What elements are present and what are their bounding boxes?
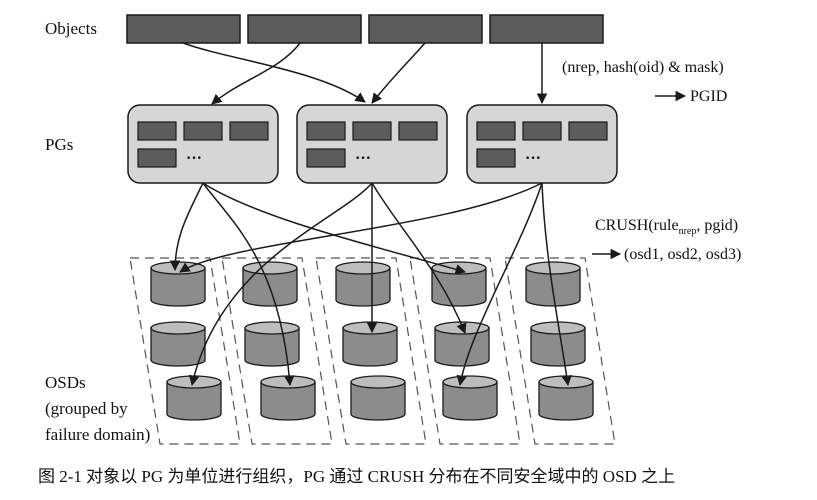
arrow-pg-1-to-osd	[202, 182, 295, 387]
osd-cylinder-body	[244, 327, 300, 367]
osd-cylinder	[525, 261, 581, 307]
pg-3-ellipsis: ···	[525, 150, 541, 167]
osd-cylinder-top	[150, 321, 206, 335]
failure-domain-2	[221, 257, 333, 445]
pg-1-object	[229, 121, 269, 141]
object-to-pg-arrows	[182, 42, 548, 105]
pg-2-object	[398, 121, 438, 141]
osds-label-failure-domain: failure domain)	[45, 425, 150, 444]
osd-cylinder-body	[342, 327, 398, 367]
osd-tuple-annotation: (osd1, osd2, osd3)	[624, 246, 741, 263]
pg-2-object	[352, 121, 392, 141]
pg-1-object	[137, 121, 177, 141]
pg-2-container	[296, 104, 448, 184]
osd-cylinder	[260, 375, 316, 421]
osd-cylinder-top	[244, 321, 300, 335]
crush-suffix: , pgid)	[696, 217, 738, 234]
osd-cylinder	[538, 375, 594, 421]
object-box-1	[126, 14, 241, 44]
osd-cylinder-body	[166, 381, 222, 421]
osds-label: OSDs	[45, 373, 86, 392]
object-box-2	[247, 14, 362, 44]
osd-cylinder-top	[525, 261, 581, 275]
osd-cylinder-top	[350, 375, 406, 389]
crush-annotation: CRUSH(rulenrep, pgid)	[595, 217, 738, 237]
pg-1-object	[183, 121, 223, 141]
pg-2-object	[306, 148, 346, 168]
osd-cylinder-body	[431, 267, 487, 307]
pg-1: ···	[127, 104, 279, 184]
pg-1-ellipsis: ···	[186, 150, 202, 167]
arrow-pg-1-to-osd	[169, 182, 204, 272]
crush-subscript: nrep	[679, 226, 697, 237]
pg-3-object	[522, 121, 562, 141]
arrow-pg-1-to-osd	[202, 182, 467, 275]
arrow-pg-3-to-osd	[456, 182, 543, 387]
pg-1-object	[137, 148, 177, 168]
arrow-pg-3-to-osd	[179, 182, 543, 273]
pg-2-object	[306, 121, 346, 141]
arrow-object-2-to-pg-1	[211, 42, 301, 105]
osd-cylinder	[335, 261, 391, 307]
osd-cylinder-body	[538, 381, 594, 421]
arrow-pg-2-to-osd	[371, 182, 467, 334]
osd-cylinder-body	[350, 381, 406, 421]
figure-caption: 图 2-1 对象以 PG 为单位进行组织，PG 通过 CRUSH 分布在不同安全…	[38, 467, 676, 486]
osd-cylinder	[342, 321, 398, 367]
object-row	[126, 14, 604, 44]
osd-cylinder	[150, 321, 206, 367]
pg-2-ellipsis: ···	[355, 150, 371, 167]
osd-cylinders	[150, 261, 594, 421]
osd-cylinder	[350, 375, 406, 421]
osd-cylinder-top	[335, 261, 391, 275]
failure-domain-4	[409, 257, 521, 445]
crush-prefix: CRUSH(rule	[595, 217, 679, 234]
pg-to-osd-arrows	[169, 182, 572, 387]
failure-domain-3	[315, 257, 427, 445]
osd-cylinder	[166, 375, 222, 421]
failure-domain-1	[129, 257, 241, 445]
osd-cylinder-body	[260, 381, 316, 421]
failure-domain-5	[504, 257, 616, 445]
object-box-3	[368, 14, 483, 44]
pg-3-object	[568, 121, 608, 141]
osd-cylinder-body	[442, 381, 498, 421]
osd-cylinder	[530, 321, 586, 367]
hash-formula-annotation: (nrep, hash(oid) & mask)	[562, 59, 724, 76]
osd-cylinder-body	[150, 327, 206, 367]
failure-domains	[129, 257, 616, 445]
pg-3-object	[476, 148, 516, 168]
osd-cylinder-top	[260, 375, 316, 389]
osd-cylinder-top	[342, 321, 398, 335]
pg-2: ···	[296, 104, 448, 184]
osd-cylinder	[242, 261, 298, 307]
pgs-label: PGs	[45, 135, 73, 154]
arrow-object-3-to-pg-2	[371, 42, 426, 104]
osd-cylinder-top	[242, 261, 298, 275]
pgid-annotation: PGID	[690, 88, 727, 105]
osd-cylinder	[244, 321, 300, 367]
arrow-object-1-to-pg-2	[182, 42, 366, 103]
pg-3-container	[466, 104, 618, 184]
osd-cylinder-body	[150, 267, 206, 307]
pg-3: ···	[466, 104, 618, 184]
osd-cylinder-top	[538, 375, 594, 389]
pg-1-container	[127, 104, 279, 184]
osd-cylinder-top	[431, 261, 487, 275]
objects-label: Objects	[45, 19, 97, 38]
osd-cylinder	[434, 321, 490, 367]
pg-3-object	[476, 121, 516, 141]
arrow-pg-3-to-osd	[541, 182, 572, 387]
osd-cylinder-body	[335, 267, 391, 307]
osd-cylinder	[442, 375, 498, 421]
osd-cylinder-top	[442, 375, 498, 389]
arrow-pg-2-to-osd	[188, 182, 373, 387]
osd-cylinder	[150, 261, 206, 307]
osds-label-grouped: (grouped by	[45, 399, 128, 418]
osd-cylinder-body	[530, 327, 586, 367]
object-box-4	[489, 14, 604, 44]
